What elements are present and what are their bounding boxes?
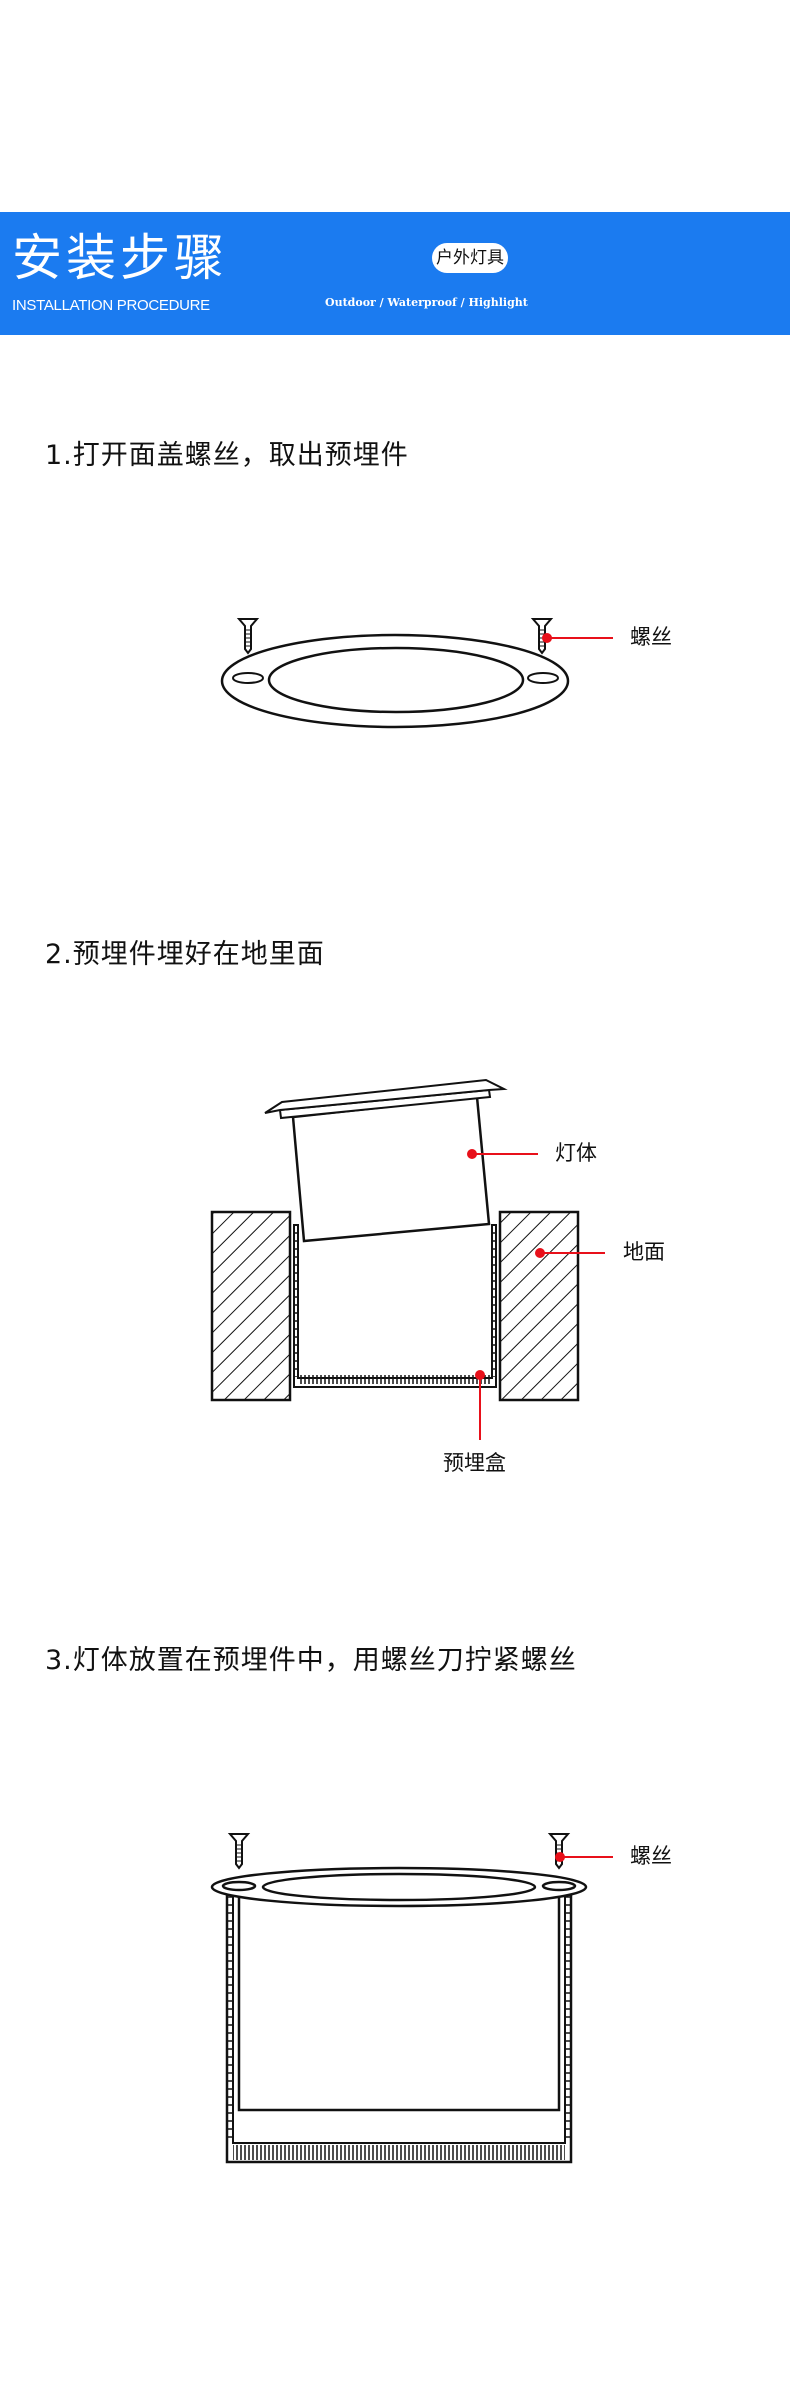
- label-ground: 地面: [623, 1240, 665, 1264]
- page-subtitle: INSTALLATION PROCEDURE: [12, 297, 210, 314]
- tagline: Outdoor / Waterproof / Highlight: [325, 296, 528, 309]
- ground-left: [210, 1210, 292, 1402]
- screw-icon: [238, 618, 258, 654]
- label-screw: 螺丝: [630, 625, 672, 649]
- screw-icon: [549, 1833, 569, 1869]
- embedded-box: [293, 1224, 497, 1388]
- lamp-body: [237, 1890, 561, 2112]
- screw-hole: [527, 672, 559, 684]
- page-title: 安装步骤: [12, 229, 228, 287]
- screw-icon: [229, 1833, 249, 1869]
- lamp-body: [291, 1095, 491, 1243]
- step-2-title: 2.预埋件埋好在地里面: [45, 939, 325, 970]
- label-screw: 螺丝: [630, 1844, 672, 1868]
- cover-plate-outer: [220, 633, 570, 729]
- embedded-box-diagram: [210, 1078, 605, 1440]
- category-badge: 户外灯具: [432, 243, 508, 273]
- step-3-title: 3.灯体放置在预埋件中，用螺丝刀拧紧螺丝: [45, 1645, 577, 1676]
- label-embedded-box: 预埋盒: [443, 1451, 506, 1475]
- installed-lamp-diagram: [210, 1833, 613, 2164]
- cover-plate-inner: [261, 1872, 537, 1902]
- header-banner: [0, 212, 790, 335]
- label-lamp-body: 灯体: [555, 1141, 597, 1165]
- lamp-cover: [264, 1078, 508, 1114]
- cover-plate-diagram: [220, 618, 613, 729]
- step-1-title: 1.打开面盖螺丝，取出预埋件: [45, 440, 409, 471]
- ground-right: [498, 1210, 580, 1402]
- screw-hole: [232, 672, 264, 684]
- cover-plate-inner: [267, 646, 525, 714]
